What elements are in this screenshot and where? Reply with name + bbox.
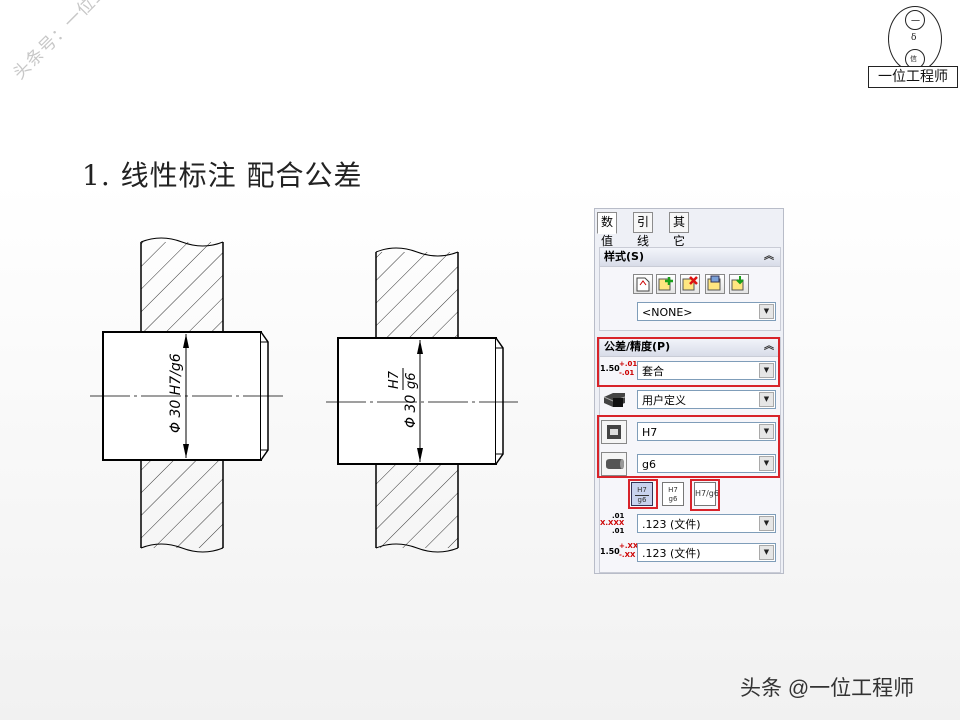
highlight-stacked-fit [628,479,658,509]
collapse-icon[interactable]: ︽ [764,251,774,262]
tolerance-type-icon: 1.50 +.01 -.01 [600,360,638,377]
shaft-fit-select[interactable]: g6 ▼ [637,454,776,473]
primary-unit-value: .123 (文件) [642,518,701,531]
hole-fit-icon [601,420,627,444]
delete-style-button[interactable] [680,274,700,294]
chevron-down-icon[interactable]: ▼ [759,424,774,439]
logo-caption: 一位工程师 [868,66,958,88]
primary-unit-icon: .01 X.XXX .01 [600,512,625,535]
load-style-button[interactable] [729,274,749,294]
slide-title: 1. 线性标注 配合公差 [82,159,363,192]
right-dimension-denominator: g6 [404,372,419,389]
tolerance-group-title: 公差/精度(P) [604,340,671,353]
tolerance-precision-value: .123 (文件) [642,547,701,560]
stacked-fit-button[interactable]: H7 g6 [631,482,653,506]
chevron-down-icon[interactable]: ▼ [759,304,774,319]
seal-icon: 一 δ 信 [888,6,942,72]
collapse-icon[interactable]: ︽ [764,341,774,352]
stacked-no-line-fit-button[interactable]: H7 g6 [662,482,684,506]
tab-value[interactable]: 数值 [597,212,618,248]
primary-unit-select[interactable]: .123 (文件) ▼ [637,514,776,533]
style-group-title: 样式(S) [604,250,644,263]
seal-glyph-1: 一 [911,17,921,27]
chevron-down-icon[interactable]: ▼ [759,392,774,407]
highlight-fit-selects [597,415,780,478]
highlight-tolerance-type [597,337,780,387]
style-select-value: <NONE> [642,306,693,319]
classification-value: 用户定义 [642,394,686,407]
tolerance-precision-select[interactable]: .123 (文件) ▼ [637,543,776,562]
chevron-down-icon[interactable]: ▼ [759,545,774,560]
hole-fit-select[interactable]: H7 ▼ [637,422,776,441]
tolerance-precision-icon: 1.50 +.XX -.XX [600,542,639,559]
tolerance-type-select[interactable]: 套合 ▼ [637,361,776,380]
style-group-header[interactable]: 样式(S) ︽ [600,248,780,267]
left-shaft-drawing [90,237,283,553]
style-select[interactable]: <NONE> ▼ [637,302,776,321]
right-shaft-drawing [326,247,518,553]
footer-credit: 头条 @一位工程师 [740,677,915,700]
tolerance-group-header[interactable]: 公差/精度(P) ︽ [600,338,780,357]
left-dimension-text: Φ 30 H7/g6 [168,353,184,433]
tolerance-type-value: 套合 [642,365,664,378]
save-style-button[interactable] [705,274,725,294]
right-dimension-numerator: H7 [387,370,402,389]
linear-fit-button[interactable]: H7/g6 [694,482,719,506]
shaft-fit-icon [601,452,627,476]
chevron-down-icon[interactable]: ▼ [759,516,774,531]
shaft-fit-value: g6 [642,458,656,471]
tab-other[interactable]: 其它 [669,212,690,248]
add-style-button[interactable] [656,274,676,294]
seal-glyph-3: 信 [910,55,917,63]
chevron-down-icon[interactable]: ▼ [759,363,774,378]
right-dimension-prefix: Φ 30 [403,395,419,428]
hole-fit-value: H7 [642,426,658,439]
highlight-linear-fit [690,479,720,511]
apply-default-style-button[interactable] [633,274,653,294]
classification-icon [601,389,627,413]
classification-select[interactable]: 用户定义 ▼ [637,390,776,409]
chevron-down-icon[interactable]: ▼ [759,456,774,471]
brand-logo: 一 δ 信 一位工程师 [868,2,958,88]
tab-leader[interactable]: 引线 [633,212,654,248]
seal-glyph-2: δ [911,33,917,43]
